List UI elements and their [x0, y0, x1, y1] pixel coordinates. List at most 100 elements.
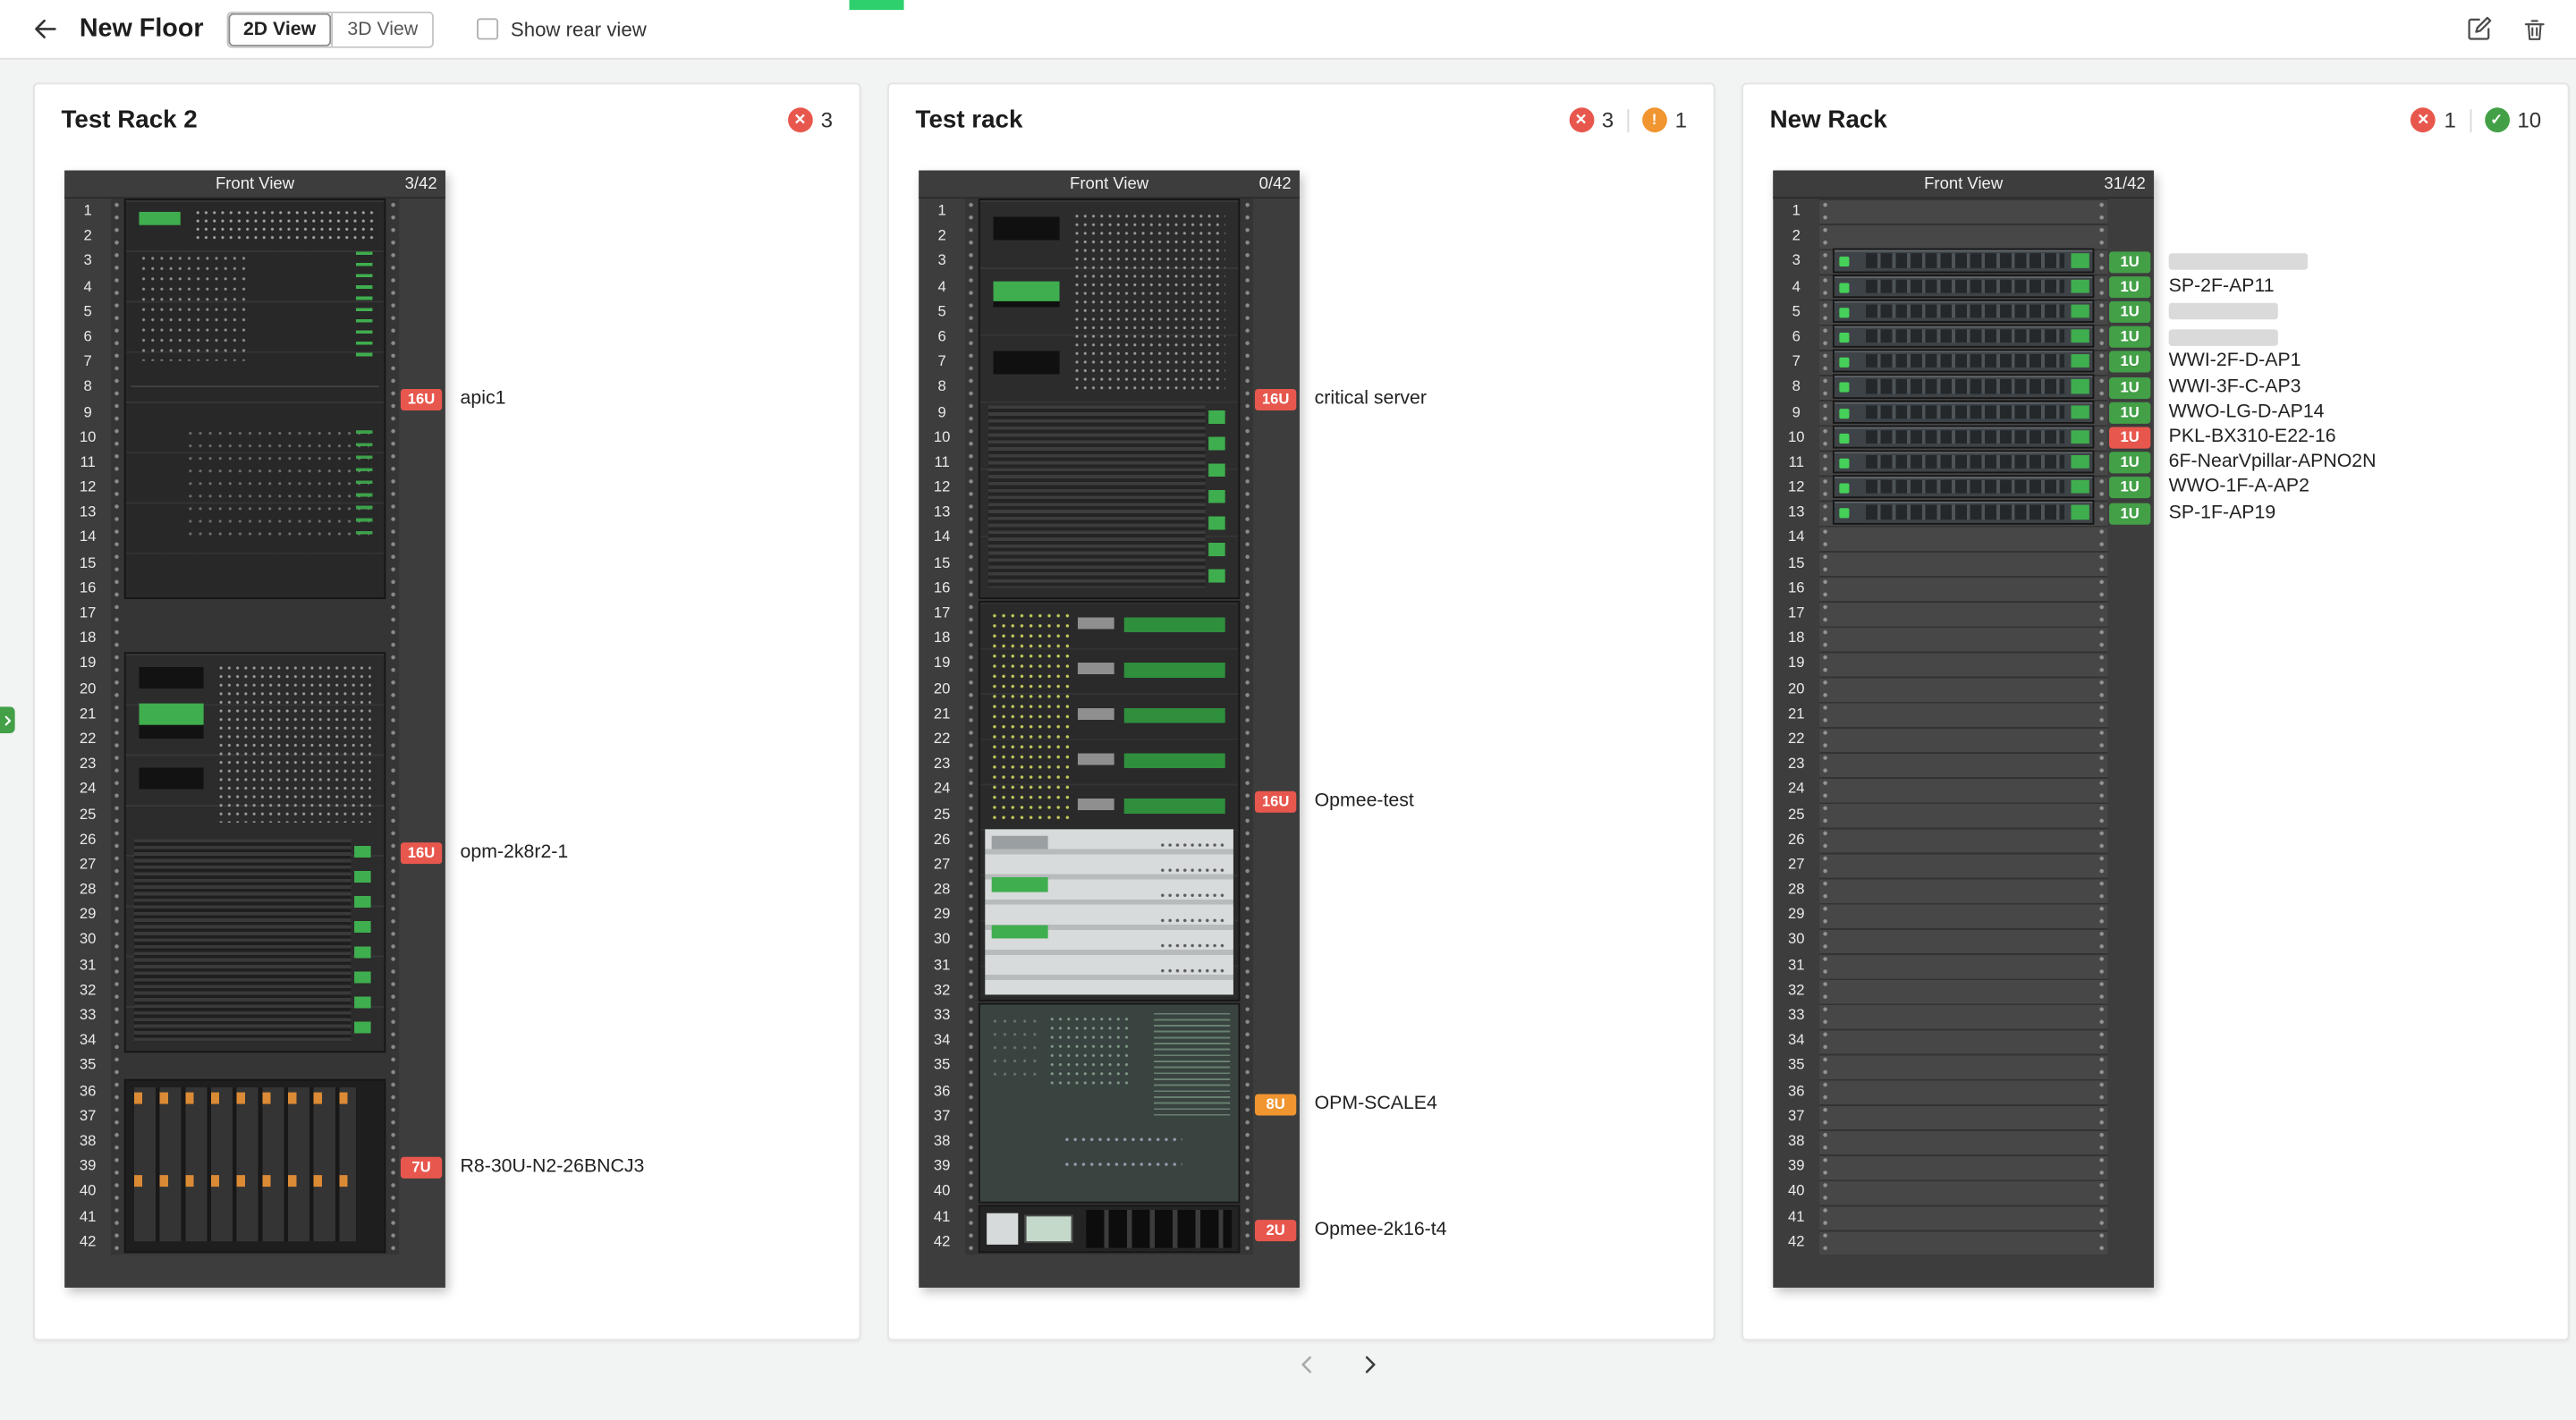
one-green	[2071, 354, 2089, 368]
one-led	[1839, 282, 1850, 292]
ok-disp1	[986, 1212, 1018, 1246]
device-label: R8-30U-N2-26BNCJ3	[460, 1156, 645, 1177]
chevron-right-icon	[4, 714, 12, 725]
unit-number: 31	[933, 956, 951, 973]
device-redacted[interactable]	[1832, 324, 2095, 349]
device-wwo-lg-d-ap14[interactable]	[1832, 400, 2095, 424]
unit-number: 19	[1787, 654, 1805, 672]
next-page-button[interactable]	[1346, 1340, 1393, 1387]
unit-number: 22	[933, 730, 951, 747]
one-green	[2071, 379, 2089, 393]
unit-number: 28	[1787, 880, 1805, 898]
error-counter: ✕3	[1568, 107, 1614, 133]
unit-number: 35	[1787, 1056, 1805, 1074]
unit-number: 17	[933, 604, 951, 621]
show-rear-checkbox[interactable]	[477, 18, 499, 40]
back-button[interactable]	[23, 7, 66, 50]
unit-size-badge: 1U	[2109, 477, 2151, 499]
unit-number: 27	[1787, 855, 1805, 873]
device-pkl-bx310-e22-16[interactable]	[1832, 425, 2095, 449]
unit-number: 23	[1787, 755, 1805, 772]
arrow-left-icon	[34, 19, 55, 38]
unit-number: 9	[937, 402, 946, 420]
unit-number: 25	[933, 805, 951, 822]
chevron-left-icon	[1301, 1355, 1311, 1373]
device-opm-scale4[interactable]	[978, 1003, 1241, 1204]
device-r8-30u-n2-26bncj3[interactable]	[123, 1078, 386, 1254]
unit-number: 30	[933, 931, 951, 948]
device-sp-2f-ap11[interactable]	[1832, 274, 2095, 298]
unit-count: 0/42	[1258, 175, 1292, 194]
top-actions	[2460, 11, 2553, 47]
counter-value: 1	[2444, 107, 2456, 133]
device-label: SP-2F-AP11	[2168, 275, 2275, 296]
unit-size-badge: 1U	[2109, 502, 2151, 524]
unit-number: 15	[933, 554, 951, 571]
device-label: 6F-NearVpillar-APNO2N	[2168, 452, 2377, 472]
device-opmee-2k16-t4[interactable]	[978, 1204, 1241, 1254]
unit-number: 42	[79, 1232, 97, 1249]
unit-number: 14	[933, 528, 951, 545]
unit-number: 2	[937, 226, 946, 244]
device-opmee-test[interactable]	[978, 601, 1241, 1002]
right-rail	[387, 199, 400, 1255]
one-led	[1839, 408, 1850, 418]
unit-number: 21	[933, 705, 951, 722]
cs-green	[993, 282, 1061, 302]
one-led	[1839, 358, 1850, 368]
device-label: Opmee-test	[1314, 791, 1414, 812]
sidebar-expand-button[interactable]	[0, 706, 15, 733]
device-redacted[interactable]	[1832, 249, 2095, 273]
unit-size-badge: 1U	[2109, 376, 2151, 399]
one-green	[2071, 253, 2089, 268]
delete-button[interactable]	[2516, 11, 2553, 47]
error-counter: ✕3	[787, 107, 833, 133]
progress-strip	[849, 0, 904, 11]
unit-number: 36	[933, 1081, 951, 1099]
unit-number: 38	[933, 1131, 951, 1149]
edit-button[interactable]	[2460, 11, 2496, 47]
device-redacted[interactable]	[1832, 299, 2095, 323]
unit-number: 4	[83, 277, 92, 294]
left-rail	[965, 199, 978, 1255]
device-apic1[interactable]	[123, 199, 386, 600]
unit-number: 20	[1787, 679, 1805, 697]
device-sp-1f-ap19[interactable]	[1832, 500, 2095, 524]
as-dots-bot	[185, 427, 369, 538]
unit-number: 14	[1787, 528, 1805, 545]
view-toggle-3d[interactable]: 3D View	[330, 12, 433, 46]
unit-number: 28	[79, 880, 97, 898]
unit-number: 33	[1787, 1006, 1805, 1023]
rack-counters: ✕3	[787, 107, 833, 133]
unit-number: 14	[79, 528, 97, 545]
unit-number: 37	[1787, 1106, 1805, 1124]
unit-number: 26	[79, 830, 97, 848]
unit-number: 24	[933, 780, 951, 797]
device-critical-server[interactable]	[978, 199, 1241, 600]
previous-page-button[interactable]	[1283, 1340, 1329, 1387]
device-label: WWO-LG-D-AP14	[2168, 401, 2325, 422]
top-bar: New Floor 2D View 3D View Show rear view	[0, 0, 2576, 60]
unit-number: 11	[1788, 452, 1804, 470]
unit-number: 2	[1792, 226, 1801, 244]
one-led	[1839, 433, 1850, 444]
device-wwi-2f-d-ap1[interactable]	[1832, 349, 2095, 374]
unit-number: 13	[79, 503, 97, 520]
unit-number: 35	[933, 1056, 951, 1074]
device-wwi-3f-c-ap3[interactable]	[1832, 375, 2095, 399]
ot-dots	[990, 610, 1071, 822]
sc-side	[990, 1015, 1038, 1084]
view-toggle-2d[interactable]: 2D View	[228, 12, 331, 46]
unit-number: 38	[79, 1131, 97, 1149]
device-6f-nearvpillar-apno2n[interactable]	[1832, 450, 2095, 474]
redacted-label	[2168, 253, 2309, 270]
one-led	[1839, 383, 1850, 393]
unit-size-badge: 16U	[1254, 791, 1297, 814]
device-wwo-1f-a-ap2[interactable]	[1832, 475, 2095, 499]
as-screen	[139, 212, 181, 225]
device-opm-2k8r2-1[interactable]	[123, 651, 386, 1052]
